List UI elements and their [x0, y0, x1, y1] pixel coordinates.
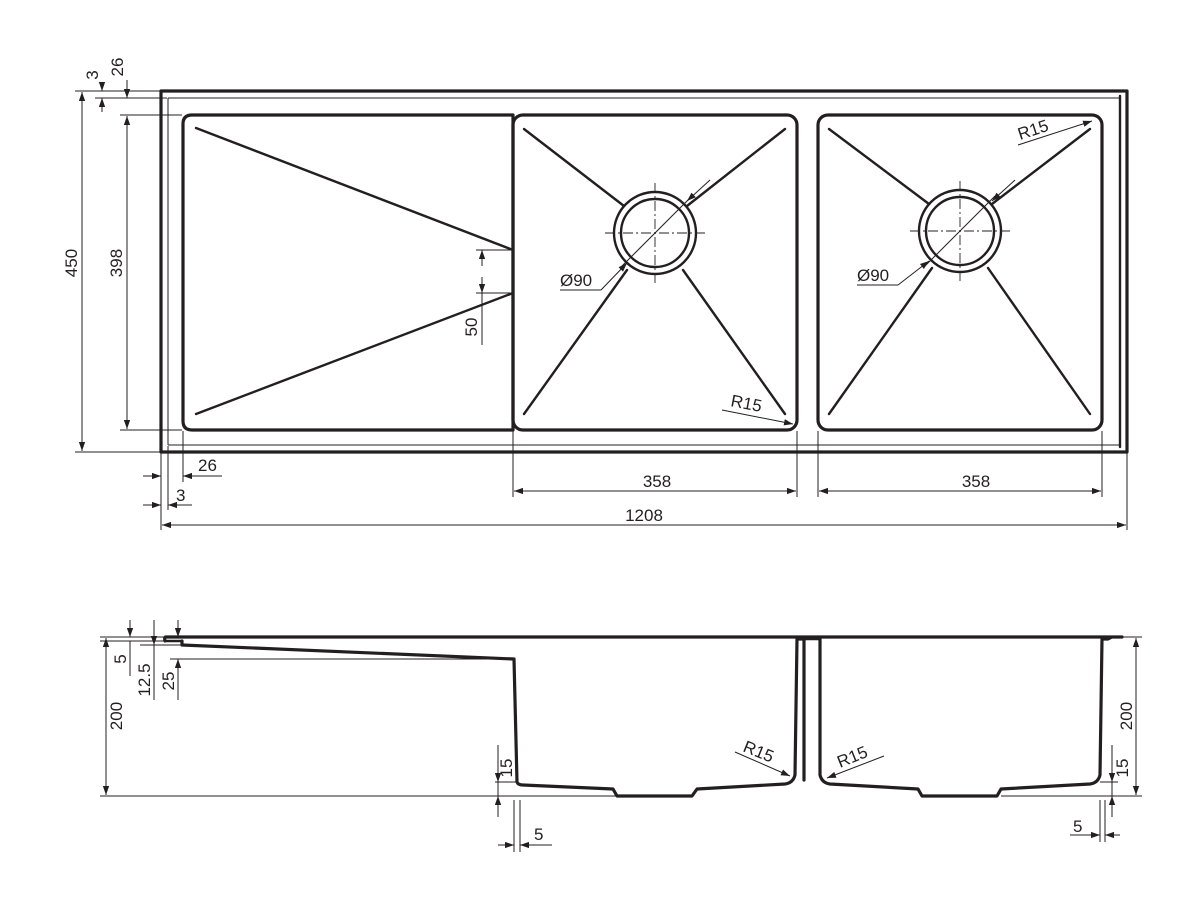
dim-left-rim-outer: 3: [176, 486, 185, 505]
dim-overall-depth: 450: [62, 249, 81, 277]
dim-drain-groove: 50: [462, 318, 481, 337]
section-view: 5 12.5 25 200 200 15 15 5: [100, 620, 1142, 852]
dim-step-25: 25: [159, 672, 178, 691]
dim-bowl-left-width: 358: [643, 472, 671, 491]
plan-view: 450 398 3 26 50 Ø90 Ø90 R15: [62, 58, 1129, 530]
drainboard-groove-lower: [194, 291, 515, 416]
drainboard-outline: [181, 113, 515, 432]
dim-section-radius-right: R15: [834, 742, 870, 771]
bowl-left-drain: [605, 183, 705, 283]
bowl-right-outline: [816, 113, 1104, 432]
dim-step-12-5: 12.5: [135, 663, 154, 696]
bowl-left-outline: [511, 113, 799, 432]
sink-outer-rim: [159, 89, 1129, 454]
dim-rim-outer: 3: [83, 70, 102, 79]
dim-wall-right-5: 5: [1073, 817, 1082, 836]
dim-inner-depth: 398: [107, 249, 126, 277]
dim-bowl-depth-left: 200: [107, 702, 126, 730]
dim-left-rim-inner: 26: [198, 456, 217, 475]
dim-radius-right-bowl: R15: [1015, 116, 1051, 144]
section-profile: [163, 635, 1124, 798]
bowl-right-drain: [910, 181, 1010, 281]
dim-bowl-depth-right: 200: [1117, 702, 1136, 730]
dim-bottom-right-15: 15: [1113, 759, 1132, 778]
dim-rim-inner: 26: [108, 58, 127, 77]
dim-overall-width: 1208: [625, 506, 663, 525]
dim-wall-left-5: 5: [534, 825, 543, 844]
dim-bottom-left-15: 15: [497, 759, 516, 778]
dim-drain-right: Ø90: [857, 266, 889, 285]
dim-bowl-right-width: 358: [962, 472, 990, 491]
dim-drain-left: Ø90: [560, 271, 592, 290]
drainboard-groove-upper: [194, 126, 515, 252]
dim-step-5: 5: [111, 654, 130, 663]
